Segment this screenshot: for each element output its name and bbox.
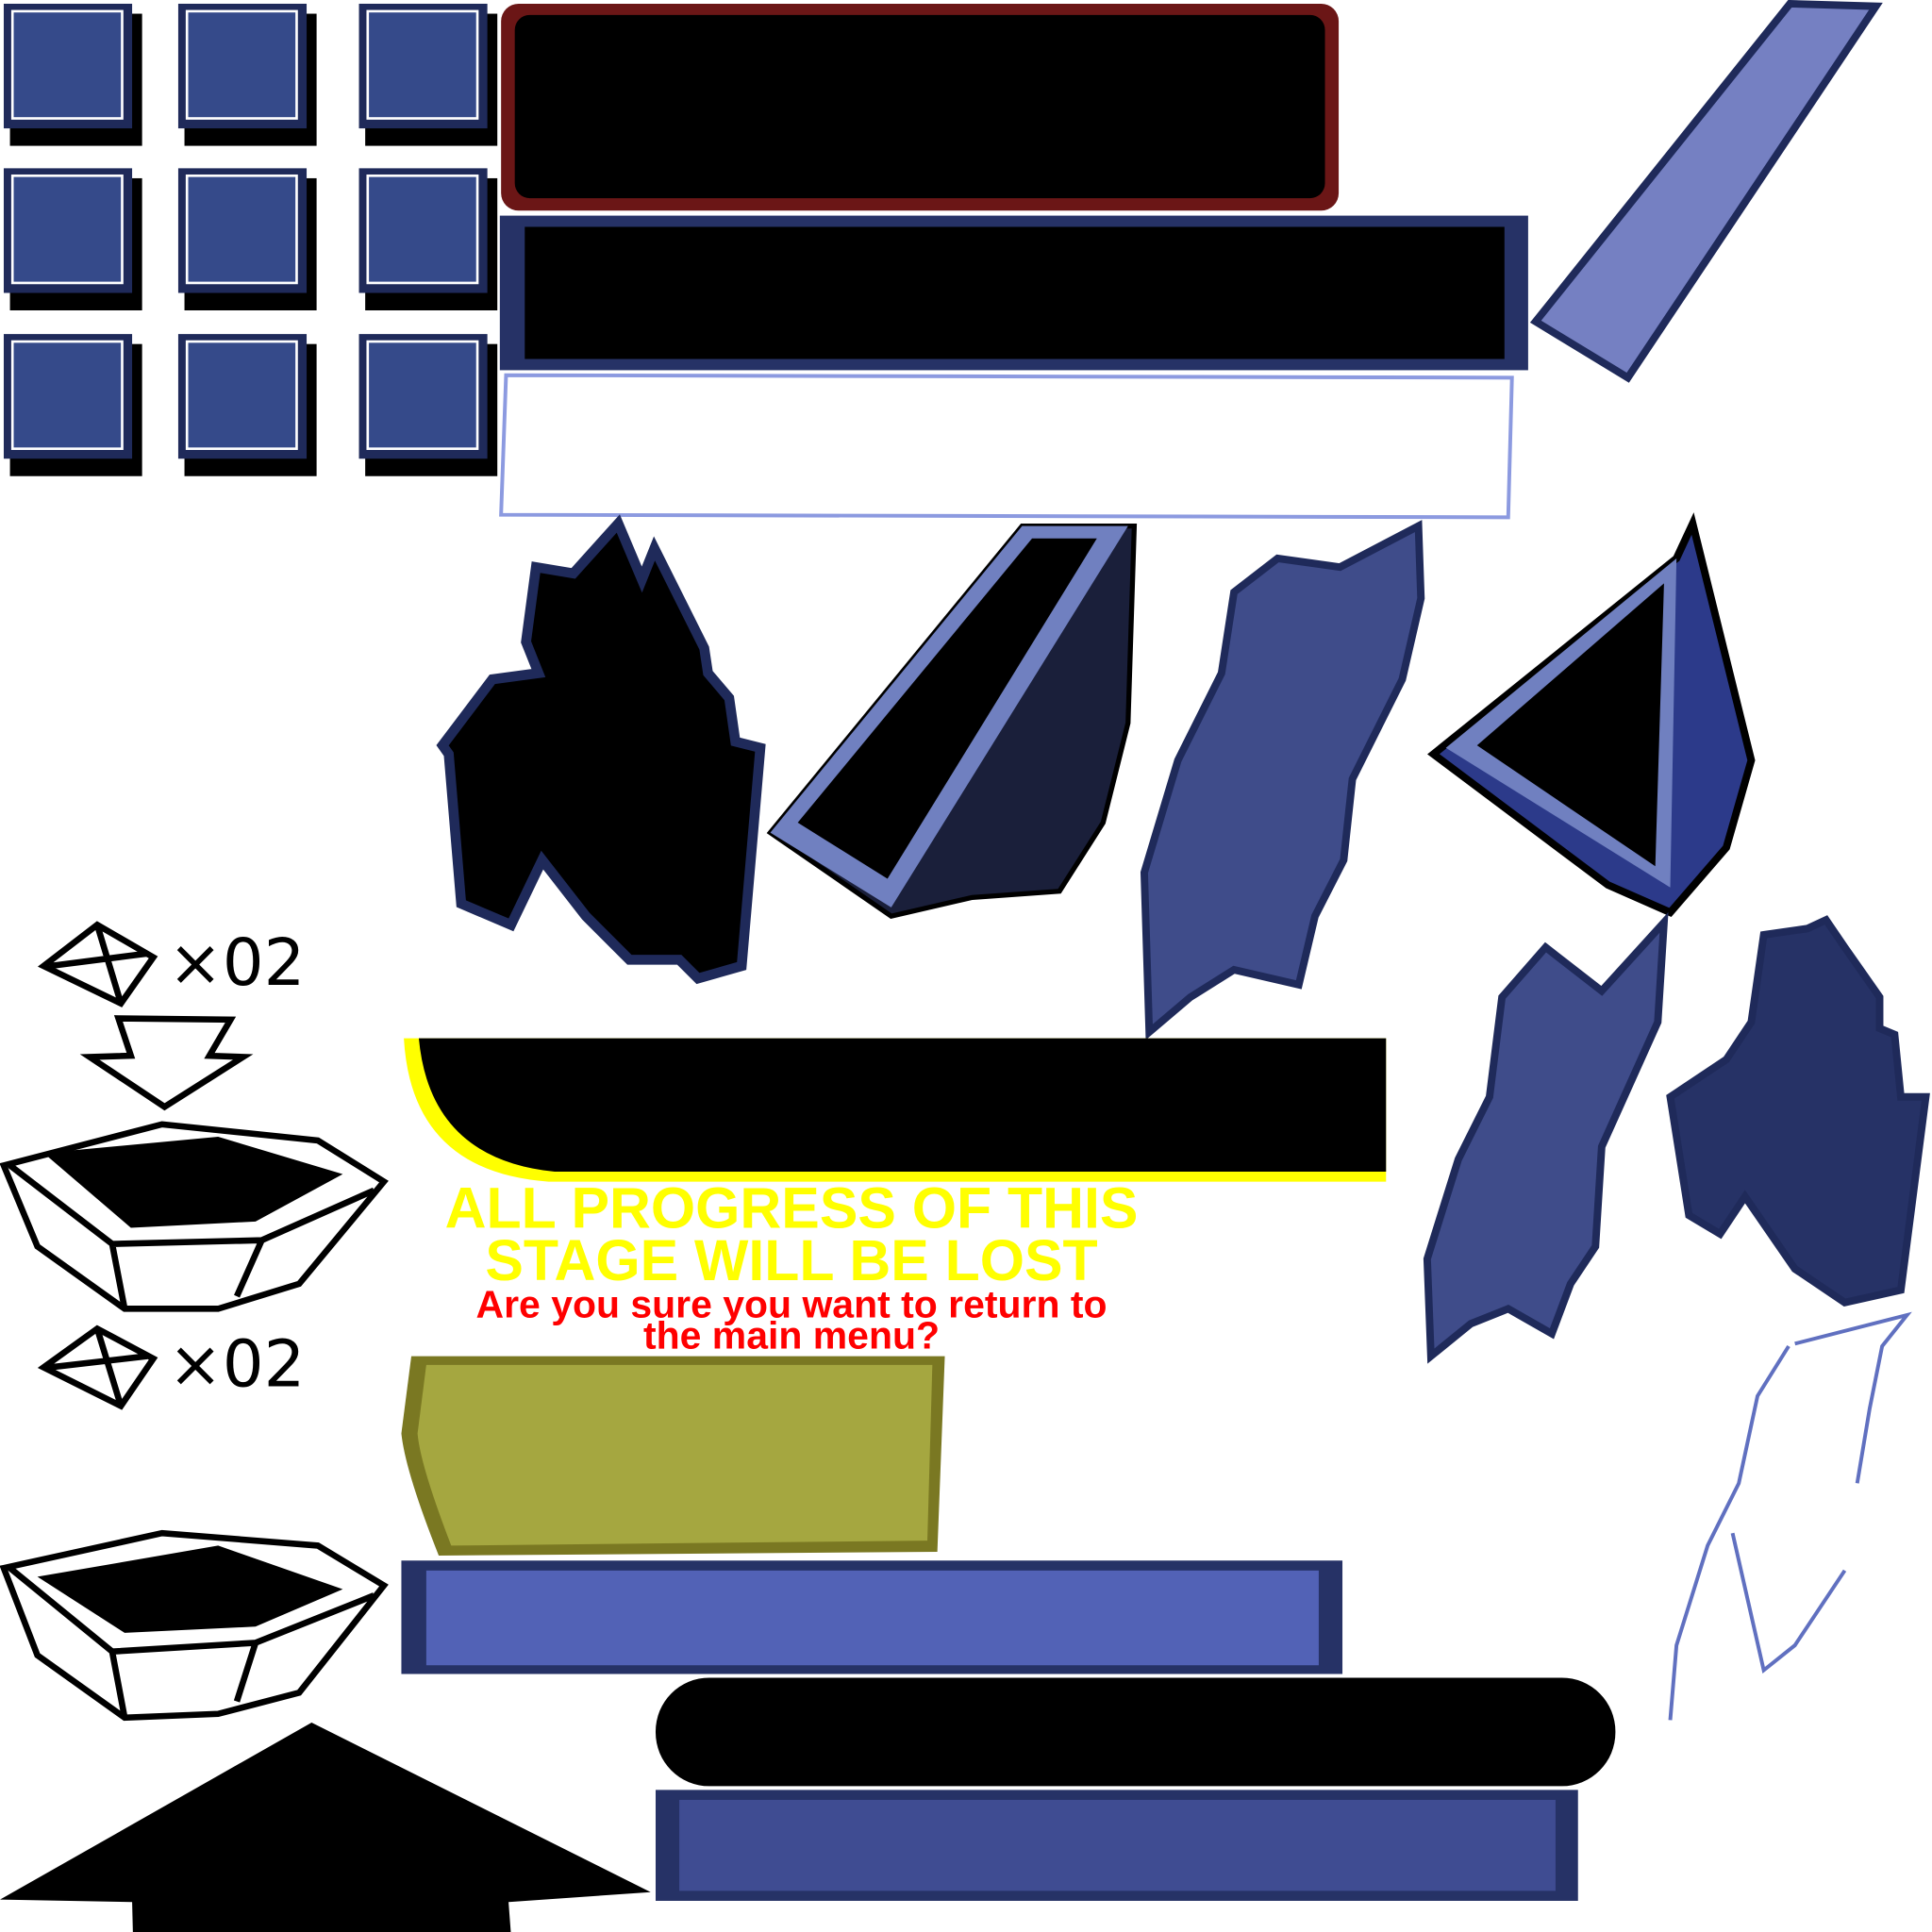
question-line-1: Are you sure you want to return to bbox=[476, 1283, 1108, 1326]
blue-cloth-shard bbox=[1140, 520, 1425, 1041]
tile-1-2 bbox=[358, 168, 498, 311]
hex-pit-1 bbox=[0, 1121, 389, 1312]
gem-count-label: ×02 bbox=[168, 925, 305, 1001]
blue-button-face bbox=[425, 1570, 1319, 1666]
tile-grid bbox=[3, 3, 498, 476]
tilted-box-inner bbox=[797, 538, 1097, 879]
navy-frame-panel-inner bbox=[525, 226, 1505, 359]
diagonal-strip bbox=[1529, 0, 1883, 383]
yellow-edge-bar-inner bbox=[418, 1038, 1387, 1173]
torn-dark-shard bbox=[436, 514, 766, 985]
warning-line-1: ALL PROGRESS OF THIS bbox=[445, 1175, 1139, 1240]
tile-0-2 bbox=[358, 3, 498, 146]
gem-counter-1: ×02 bbox=[37, 921, 305, 1008]
gem-count-label-2: ×02 bbox=[168, 1326, 305, 1402]
navy-torn-shard bbox=[1666, 915, 1930, 1307]
triangle-crystal-inner bbox=[1476, 583, 1664, 867]
warning-line-2: STAGE WILL BE LOST bbox=[485, 1228, 1097, 1292]
gem-icon-2 bbox=[37, 1324, 158, 1410]
tile-0-1 bbox=[177, 3, 317, 146]
tile-1-0 bbox=[3, 168, 142, 311]
blue-cloth-shard-2 bbox=[1423, 911, 1669, 1364]
question-line-2: the main menu? bbox=[643, 1314, 940, 1357]
up-arrow-icon bbox=[0, 1723, 651, 1932]
outline-shards bbox=[1668, 1311, 1912, 1721]
down-arrow-icon bbox=[79, 1015, 254, 1111]
black-pill-bar bbox=[655, 1677, 1616, 1787]
tile-0-0 bbox=[3, 3, 142, 146]
hex-pit-2 bbox=[0, 1529, 389, 1722]
gem-counter-2: ×02 bbox=[37, 1324, 305, 1410]
olive-button-face bbox=[417, 1364, 933, 1546]
red-frame-panel-inner bbox=[514, 14, 1325, 199]
tile-1-1 bbox=[177, 168, 317, 311]
gem-icon bbox=[37, 921, 158, 1008]
white-text-bar bbox=[499, 373, 1514, 520]
tile-2-2 bbox=[358, 334, 498, 476]
tile-2-0 bbox=[3, 334, 142, 476]
blue-button-2-face bbox=[679, 1799, 1556, 1891]
tile-2-1 bbox=[177, 334, 317, 476]
